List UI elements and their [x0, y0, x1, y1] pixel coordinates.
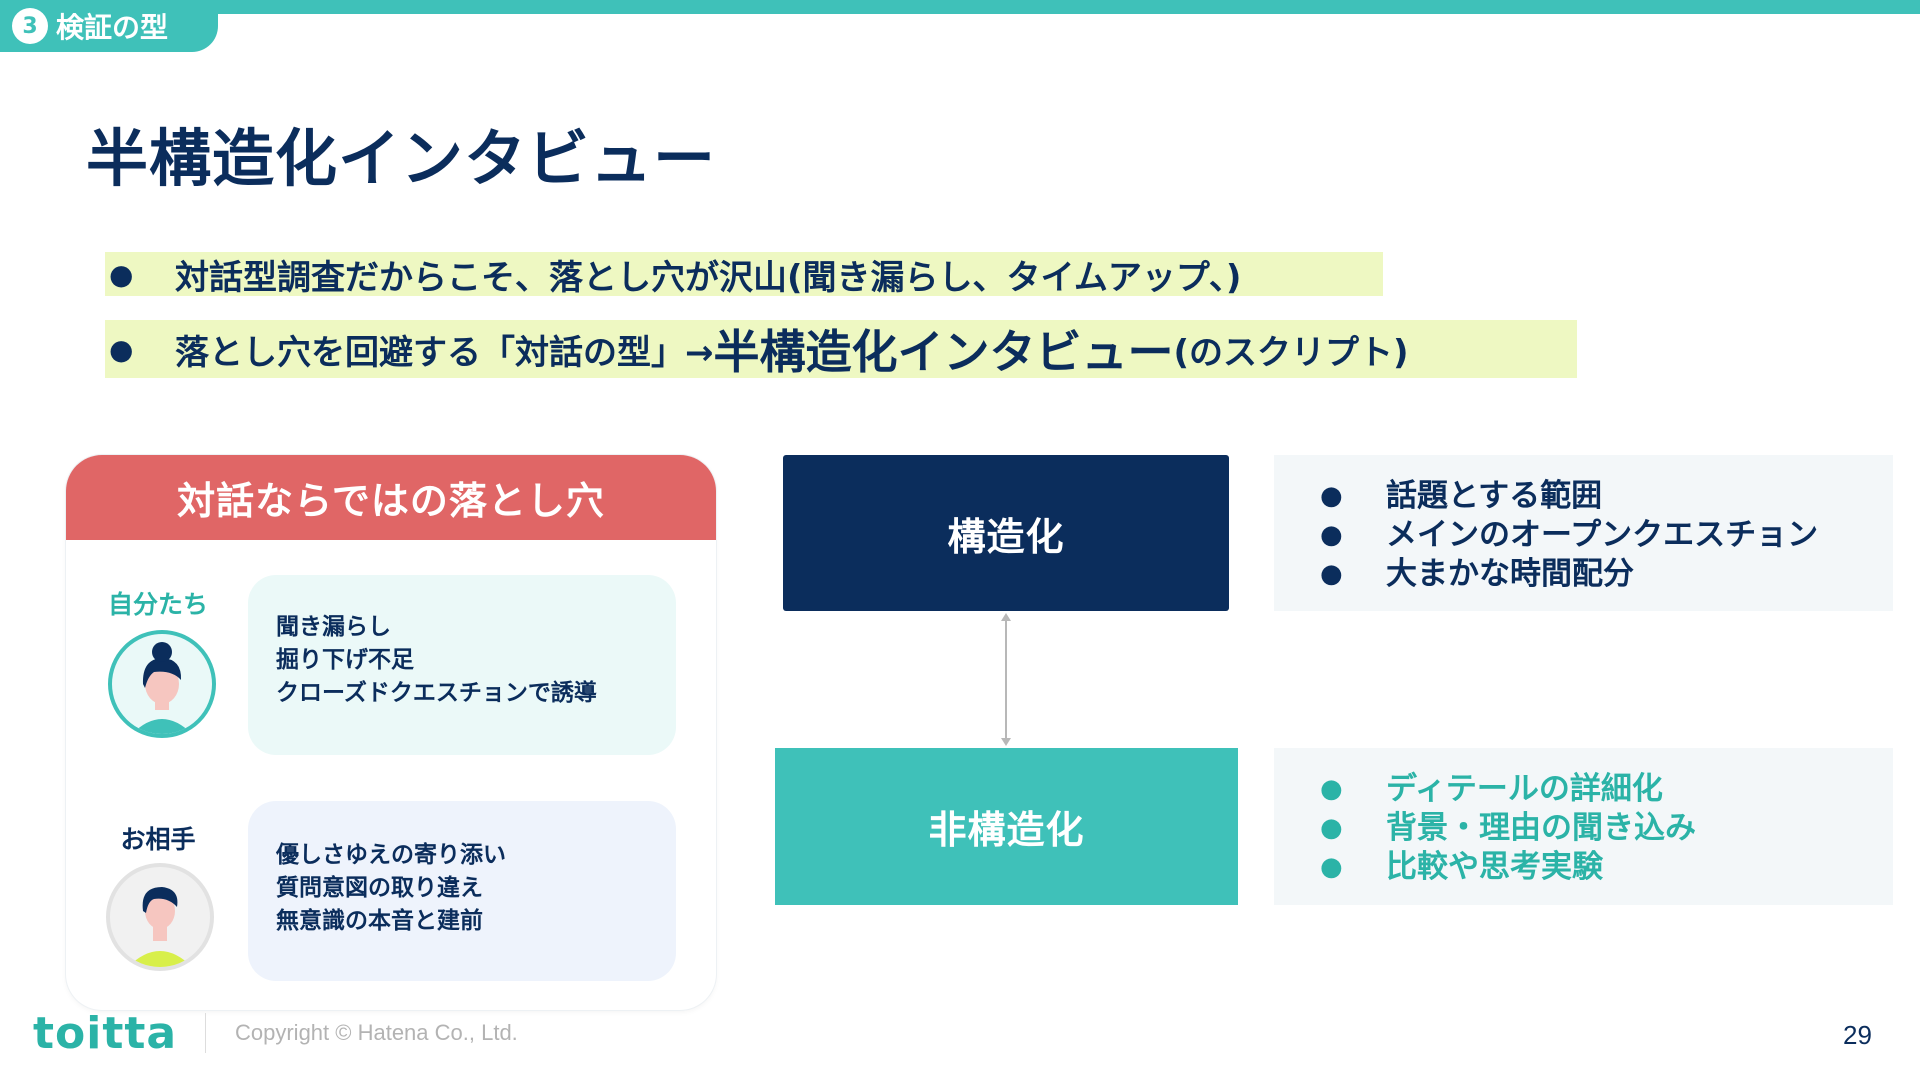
page-title: 半構造化インタビュー: [86, 122, 717, 195]
unstructured-list-panel: ●ディテールの詳細化 ●背景・理由の聞き込み ●比較や思考実験: [1274, 748, 1893, 905]
pitfalls-card: 対話ならではの落とし穴 自分たち 聞き漏らし 掘り下げ不足 クローズドクエスチョ…: [66, 455, 716, 1010]
top-accent-bar: [0, 0, 1920, 14]
copyright-text: Copyright © Hatena Co., Ltd.: [235, 1020, 518, 1045]
toitta-logo: toitta: [33, 1008, 178, 1059]
list-item: ●話題とする範囲: [1320, 478, 1603, 514]
them-label: お相手: [120, 825, 196, 854]
list-item: 聞き漏らし: [276, 614, 391, 640]
us-avatar-icon: [108, 630, 216, 738]
list-item: ●ディテールの詳細化: [1320, 771, 1663, 807]
list-item: ●メインのオープンクエスチョン: [1320, 517, 1819, 553]
them-avatar-icon: [106, 863, 214, 971]
us-pitfall-bubble: 聞き漏らし 掘り下げ不足 クローズドクエスチョンで誘導: [248, 575, 676, 755]
list-item: 優しさゆえの寄り添い: [276, 842, 506, 868]
structured-box: 構造化: [783, 455, 1229, 611]
us-label: 自分たち: [107, 590, 208, 619]
highlight-bullet-1: ● 対話型調査だからこそ、落とし穴が沢山(聞き漏らし、タイムアップ、): [105, 252, 1383, 298]
list-item: クローズドクエスチョンで誘導: [276, 680, 597, 706]
bullet-text-1: 対話型調査だからこそ、落とし穴が沢山(聞き漏らし、タイムアップ、): [175, 257, 1242, 298]
list-item: 無意識の本音と建前: [276, 908, 483, 934]
list-item: ●背景・理由の聞き込み: [1320, 810, 1696, 846]
page-number: 29: [1843, 1020, 1872, 1050]
list-item: 掘り下げ不足: [276, 647, 414, 673]
unstructured-box: 非構造化: [775, 748, 1238, 905]
pitfalls-title: 対話ならではの落とし穴: [66, 455, 716, 540]
bullet-text-2-suffix: (のスクリプト): [1173, 332, 1409, 373]
section-number-badge: 3: [12, 8, 48, 44]
list-item: ●大まかな時間配分: [1320, 556, 1634, 592]
bullet-dot: ●: [109, 257, 134, 291]
double-arrow-icon: [1001, 613, 1011, 746]
bullet-text-2-prefix: 落とし穴を回避する「対話の型」→: [175, 332, 714, 373]
highlight-bullet-2: ● 落とし穴を回避する「対話の型」→ 半構造化インタビュー (のスクリプト): [105, 320, 1577, 379]
bullet-dot: ●: [109, 332, 134, 366]
list-item: 質問意図の取り違え: [276, 875, 483, 901]
bullet-text-2-emphasis: 半構造化インタビュー: [713, 325, 1174, 379]
list-item: ●比較や思考実験: [1320, 849, 1603, 885]
section-title: 検証の型: [56, 11, 169, 44]
footer-divider: [205, 1013, 206, 1053]
them-pitfall-bubble: 優しさゆえの寄り添い 質問意図の取り違え 無意識の本音と建前: [248, 801, 676, 981]
section-tab: 3 検証の型: [0, 0, 218, 52]
structured-list-panel: ●話題とする範囲 ●メインのオープンクエスチョン ●大まかな時間配分: [1274, 455, 1893, 611]
